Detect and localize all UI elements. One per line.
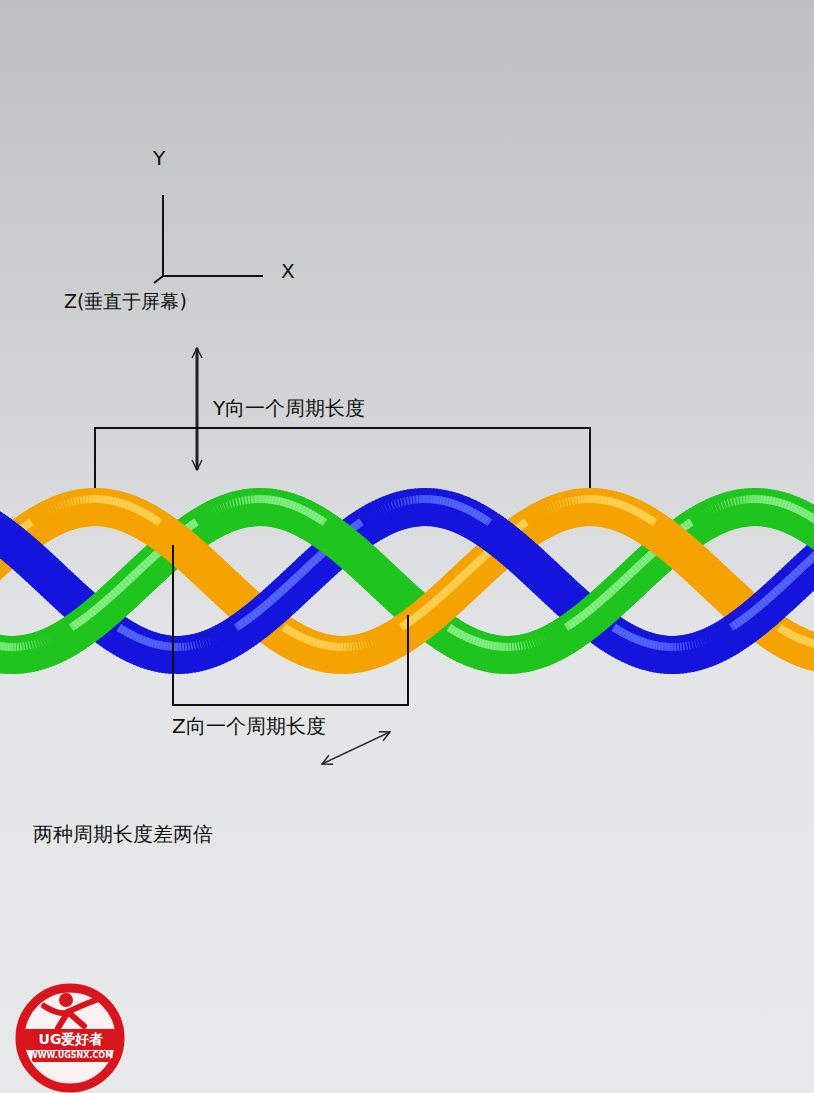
strand-segment (812, 643, 814, 652)
strand-body (812, 651, 814, 652)
strand-highlight (812, 643, 814, 644)
